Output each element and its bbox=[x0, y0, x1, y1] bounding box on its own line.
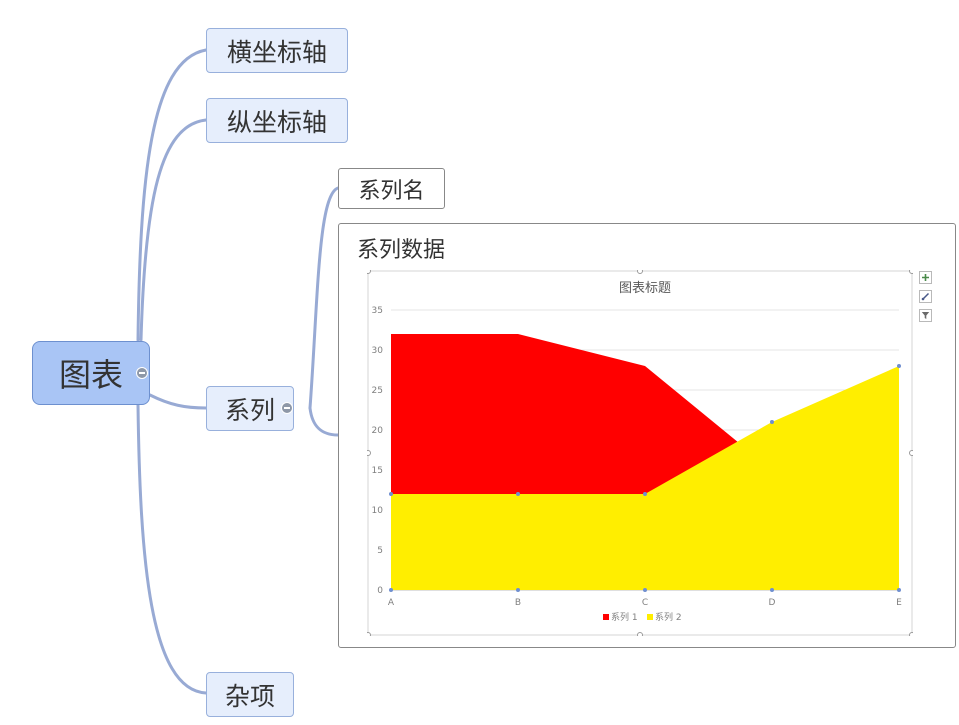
series-point-marker bbox=[770, 420, 774, 424]
legend-label-1: 系列 1 bbox=[611, 611, 638, 623]
node-series-label: 系列 bbox=[224, 395, 275, 425]
baseline-marker bbox=[389, 588, 393, 592]
connector-series-name bbox=[308, 186, 340, 410]
connector-root-series bbox=[148, 393, 208, 410]
y-tick-label: 5 bbox=[377, 546, 383, 556]
chart-resize-handle[interactable] bbox=[367, 270, 371, 274]
node-y-axis[interactable]: 纵坐标轴 bbox=[206, 98, 348, 143]
root-node-label: 图表 bbox=[58, 356, 123, 394]
y-tick-label: 25 bbox=[372, 386, 383, 396]
legend-swatch-1 bbox=[603, 614, 609, 620]
y-tick-label: 20 bbox=[372, 426, 384, 436]
node-misc-label: 杂项 bbox=[224, 681, 275, 711]
y-tick-label: 0 bbox=[377, 586, 383, 596]
x-tick-label: D bbox=[769, 598, 776, 608]
x-tick-label: C bbox=[642, 598, 648, 608]
filter-icon[interactable] bbox=[919, 309, 932, 322]
chart-resize-handle[interactable] bbox=[367, 450, 371, 456]
legend-label-2: 系列 2 bbox=[655, 611, 682, 623]
plus-icon[interactable] bbox=[919, 271, 932, 284]
x-tick-label: E bbox=[896, 598, 902, 608]
root-node[interactable]: 图表 bbox=[32, 341, 150, 405]
series-point-marker bbox=[389, 492, 393, 496]
node-series-data-label: 系列数据 bbox=[357, 238, 446, 263]
collapse-icon-series[interactable] bbox=[281, 402, 293, 414]
node-x-axis[interactable]: 横坐标轴 bbox=[206, 28, 348, 73]
connector-root-misc bbox=[136, 403, 208, 695]
connector-series-data bbox=[308, 406, 340, 437]
brush-icon[interactable] bbox=[919, 290, 932, 303]
baseline-marker bbox=[770, 588, 774, 592]
connector-root-x-axis bbox=[136, 48, 208, 342]
chart-resize-handle[interactable] bbox=[909, 270, 914, 274]
y-tick-label: 10 bbox=[372, 506, 384, 516]
x-tick-label: B bbox=[515, 598, 521, 608]
chart-resize-handle[interactable] bbox=[637, 270, 643, 274]
baseline-marker bbox=[643, 588, 647, 592]
node-x-axis-label: 横坐标轴 bbox=[226, 37, 327, 67]
node-y-axis-label: 纵坐标轴 bbox=[226, 107, 327, 137]
series-point-marker bbox=[897, 364, 901, 368]
node-series-name-label: 系列名 bbox=[358, 178, 425, 204]
connector-root-y-axis bbox=[139, 118, 208, 342]
collapse-icon-root[interactable] bbox=[136, 367, 148, 379]
y-tick-label: 35 bbox=[372, 306, 383, 316]
y-tick-label: 15 bbox=[372, 466, 383, 476]
series-point-marker bbox=[643, 492, 647, 496]
chart-resize-handle[interactable] bbox=[909, 450, 914, 456]
series-point-marker bbox=[516, 492, 520, 496]
chart-title: 图表标题 bbox=[619, 281, 671, 296]
chart-resize-handle[interactable] bbox=[637, 632, 643, 637]
y-tick-label: 30 bbox=[372, 346, 384, 356]
node-series-name[interactable]: 系列名 bbox=[338, 168, 445, 209]
x-tick-label: A bbox=[388, 598, 395, 608]
node-misc[interactable]: 杂项 bbox=[206, 672, 294, 717]
baseline-marker bbox=[897, 588, 901, 592]
chart-resize-handle[interactable] bbox=[367, 632, 371, 637]
chart-resize-handle[interactable] bbox=[909, 632, 914, 637]
baseline-marker bbox=[516, 588, 520, 592]
area-chart[interactable]: 图表标题 0 5 10 15 20 25 30 35A B C D E 系列 1 系列 2 bbox=[367, 270, 913, 636]
node-series[interactable]: 系列 bbox=[206, 386, 294, 431]
legend-swatch-2 bbox=[647, 614, 653, 620]
